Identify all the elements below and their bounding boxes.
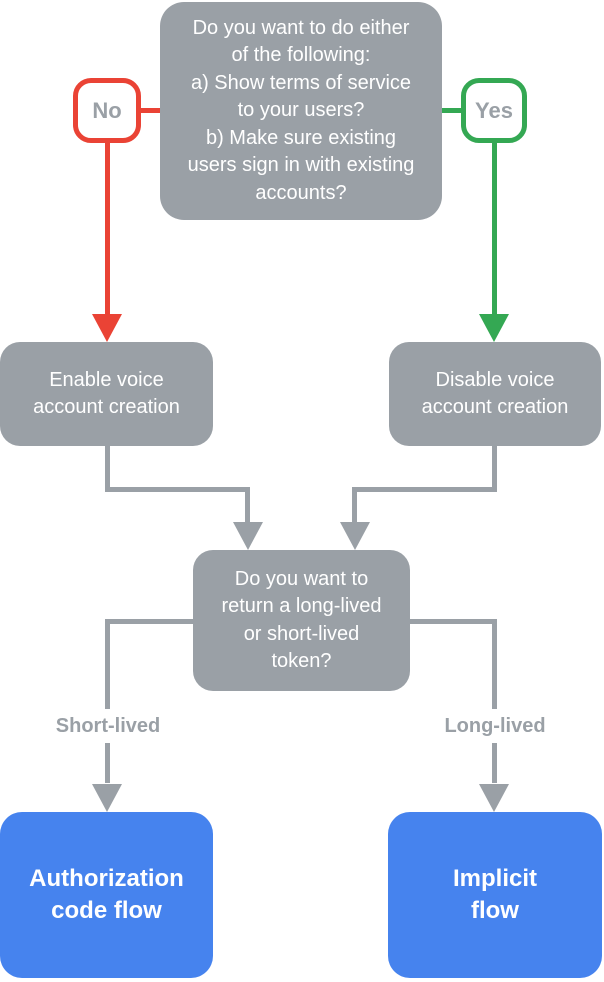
- top-question-node: Do you want to do either of the followin…: [160, 2, 442, 220]
- enable-connector-vertical-2: [245, 492, 250, 526]
- short-lived-edge-label: Short-lived: [23, 709, 193, 743]
- disable-connector-vertical-2: [352, 492, 357, 526]
- no-branch-badge: No: [73, 78, 141, 143]
- short-lived-label-text: Short-lived: [55, 714, 161, 737]
- enable-connector-horizontal: [105, 487, 250, 492]
- no-branch-label: No: [92, 97, 122, 123]
- no-branch-line-vertical: [105, 140, 110, 318]
- short-lived-line-vertical: [105, 619, 110, 783]
- implicit-flow-node: Implicit flow: [388, 812, 602, 978]
- long-lived-edge-label: Long-lived: [410, 709, 580, 743]
- short-lived-arrow-down-icon: [92, 784, 122, 812]
- disable-connector-arrow-down-icon: [340, 522, 370, 550]
- top-question-text: Do you want to do either of the followin…: [187, 16, 415, 204]
- token-question-text: Do you want to return a long-lived or sh…: [221, 567, 382, 673]
- enable-voice-text: Enable voice account creation: [33, 368, 180, 419]
- enable-connector-arrow-down-icon: [233, 522, 263, 550]
- enable-connector-vertical-1: [105, 446, 110, 492]
- disable-voice-text: Disable voice account creation: [421, 368, 569, 419]
- yes-branch-line-vertical: [492, 140, 497, 318]
- yes-branch-badge: Yes: [461, 78, 527, 143]
- token-question-node: Do you want to return a long-lived or sh…: [193, 550, 410, 691]
- long-lived-line-vertical: [492, 619, 497, 783]
- disable-connector-horizontal: [352, 487, 497, 492]
- no-branch-line-horizontal: [141, 108, 160, 113]
- implicit-flow-text: Implicit flow: [452, 865, 537, 924]
- no-branch-arrow-down-icon: [92, 314, 122, 342]
- yes-branch-line-horizontal: [442, 108, 461, 113]
- yes-branch-label: Yes: [475, 97, 513, 123]
- long-lived-line-horizontal: [410, 619, 497, 624]
- disable-voice-node: Disable voice account creation: [389, 342, 601, 446]
- authorization-code-flow-node: Authorization code flow: [0, 812, 213, 978]
- authorization-code-flow-text: Authorization code flow: [29, 865, 184, 924]
- enable-voice-node: Enable voice account creation: [0, 342, 213, 446]
- long-lived-arrow-down-icon: [479, 784, 509, 812]
- yes-branch-arrow-down-icon: [479, 314, 509, 342]
- short-lived-line-horizontal: [105, 619, 193, 624]
- long-lived-label-text: Long-lived: [444, 714, 546, 737]
- disable-connector-vertical-1: [492, 446, 497, 492]
